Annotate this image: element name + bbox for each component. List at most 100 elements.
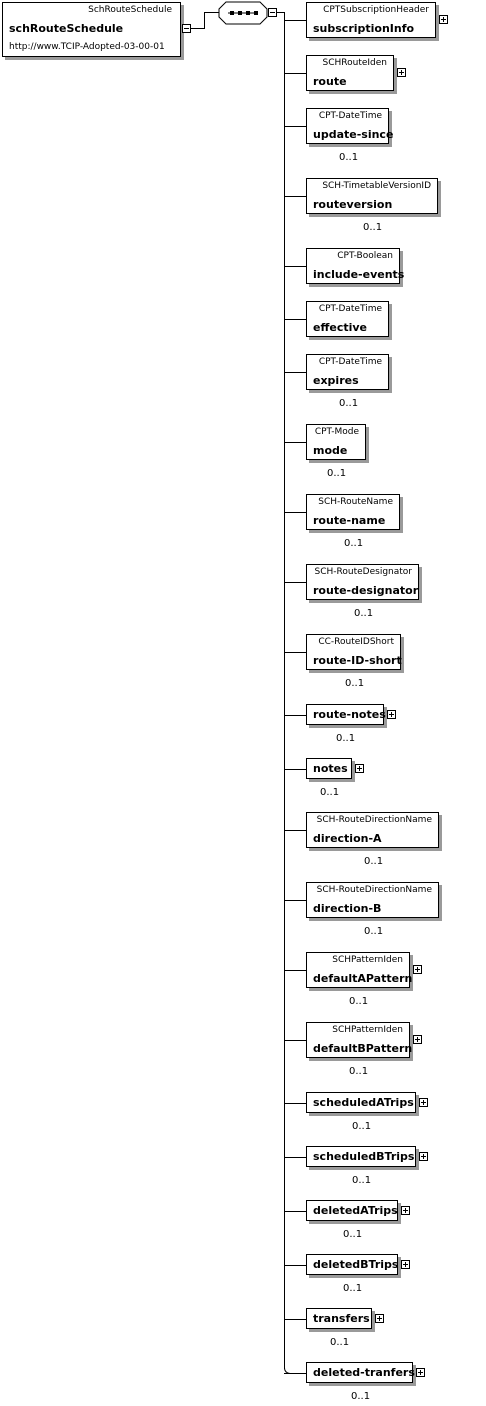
element-name-label: effective bbox=[313, 321, 368, 334]
element-name-label: expires bbox=[313, 374, 359, 387]
element-name-label: route-notes bbox=[313, 708, 386, 721]
element-type-label: CC-RouteIDShort bbox=[318, 637, 394, 647]
root-connector-vertical bbox=[204, 12, 205, 29]
cardinality-label: 0..1 bbox=[343, 1229, 363, 1240]
element-type-label: SCH-RouteDirectionName bbox=[316, 815, 432, 825]
root-type-label: SchRouteSchedule bbox=[88, 5, 172, 15]
connector-routeversion bbox=[284, 196, 306, 197]
cardinality-label: 0..1 bbox=[327, 468, 347, 479]
connector-defaultAPattern bbox=[284, 970, 306, 971]
element-name-label: deletedATrips bbox=[313, 1204, 398, 1217]
cardinality-label: 0..1 bbox=[343, 1283, 363, 1294]
element-box-route-ID-short[interactable]: CC-RouteIDShort route-ID-short bbox=[306, 634, 402, 670]
sequence-compositor-icon[interactable] bbox=[218, 1, 268, 25]
cardinality-label: 0..1 bbox=[320, 787, 340, 798]
root-name-label: schRouteSchedule bbox=[9, 22, 124, 35]
element-box-notes[interactable]: notes bbox=[306, 758, 352, 779]
element-name-label: route-ID-short bbox=[313, 654, 402, 667]
root-connector-horizontal bbox=[204, 12, 220, 13]
connector-scheduledBTrips bbox=[284, 1157, 306, 1158]
expand-icon[interactable] bbox=[387, 710, 396, 719]
connector-update-since bbox=[284, 126, 306, 127]
connector-effective bbox=[284, 319, 306, 320]
element-name-label: update-since bbox=[313, 128, 394, 141]
cardinality-label: 0..1 bbox=[349, 996, 369, 1007]
element-box-expires[interactable]: CPT-DateTime expires bbox=[306, 354, 389, 390]
connector-route-designator bbox=[284, 582, 306, 583]
element-box-transfers[interactable]: transfers bbox=[306, 1308, 372, 1329]
connector-route bbox=[284, 73, 306, 74]
element-box-deleted-tranfers[interactable]: deleted-tranfers bbox=[306, 1362, 415, 1383]
root-collapse-icon[interactable] bbox=[182, 24, 191, 33]
connector-deletedATrips bbox=[284, 1211, 306, 1212]
connector-scheduledATrips bbox=[284, 1103, 306, 1104]
element-name-label: subscriptionInfo bbox=[313, 22, 415, 35]
expand-icon[interactable] bbox=[355, 764, 364, 773]
root-namespace-label: http://www.TCIP-Adopted-03-00-01 bbox=[9, 42, 165, 52]
element-box-route-notes[interactable]: route-notes bbox=[306, 704, 386, 725]
connector-deletedBTrips bbox=[284, 1265, 306, 1266]
connector-transfers bbox=[284, 1319, 306, 1320]
connector-defaultBPattern bbox=[284, 1040, 306, 1041]
connector-expires bbox=[284, 372, 306, 373]
element-box-scheduledBTrips[interactable]: scheduledBTrips bbox=[306, 1146, 416, 1167]
cardinality-label: 0..1 bbox=[364, 926, 384, 937]
element-box-defaultAPattern[interactable]: SCHPatternIden defaultAPattern bbox=[306, 952, 413, 988]
element-box-deletedBTrips[interactable]: deletedBTrips bbox=[306, 1254, 398, 1275]
expand-icon[interactable] bbox=[401, 1260, 410, 1269]
expand-icon[interactable] bbox=[397, 68, 406, 77]
expand-icon[interactable] bbox=[416, 1368, 425, 1377]
cardinality-label: 0..1 bbox=[339, 398, 359, 409]
element-box-deletedATrips[interactable]: deletedATrips bbox=[306, 1200, 398, 1221]
root-connector bbox=[191, 28, 205, 29]
connector-mode bbox=[284, 442, 306, 443]
expand-icon[interactable] bbox=[439, 15, 448, 24]
connector-subscriptionInfo bbox=[284, 20, 306, 21]
cardinality-label: 0..1 bbox=[349, 1066, 369, 1077]
root-element-box[interactable]: SchRouteSchedule schRouteSchedule http:/… bbox=[2, 2, 181, 57]
element-box-update-since[interactable]: CPT-DateTime update-since bbox=[306, 108, 393, 144]
sequence-collapse-icon[interactable] bbox=[268, 8, 277, 17]
element-box-effective[interactable]: CPT-DateTime effective bbox=[306, 301, 389, 337]
cardinality-label: 0..1 bbox=[339, 152, 359, 163]
element-type-label: CPT-DateTime bbox=[318, 111, 382, 121]
sequence-trunk bbox=[284, 12, 285, 1369]
expand-icon[interactable] bbox=[401, 1206, 410, 1215]
cardinality-label: 0..1 bbox=[330, 1337, 350, 1348]
element-type-label: SCHPatternIden bbox=[332, 1025, 403, 1035]
element-type-label: SCHPatternIden bbox=[332, 955, 403, 965]
expand-icon[interactable] bbox=[413, 965, 422, 974]
element-name-label: deleted-tranfers bbox=[313, 1366, 415, 1379]
connector-route-ID-short bbox=[284, 652, 306, 653]
expand-icon[interactable] bbox=[419, 1098, 428, 1107]
element-type-label: CPT-DateTime bbox=[318, 304, 382, 314]
element-type-label: SCH-RouteName bbox=[318, 497, 393, 507]
element-type-label: CPT-DateTime bbox=[318, 357, 382, 367]
expand-icon[interactable] bbox=[419, 1152, 428, 1161]
element-type-label: SCH-RouteDirectionName bbox=[316, 885, 432, 895]
cardinality-label: 0..1 bbox=[351, 1391, 371, 1402]
element-name-label: defaultAPattern bbox=[313, 972, 413, 985]
cardinality-label: 0..1 bbox=[344, 538, 364, 549]
element-name-label: include-events bbox=[313, 268, 405, 281]
element-type-label: SCHRouteIden bbox=[322, 58, 388, 68]
connector-notes bbox=[284, 769, 306, 770]
element-type-label: SCH-TimetableVersionID bbox=[322, 181, 431, 191]
cardinality-label: 0..1 bbox=[345, 678, 365, 689]
expand-icon[interactable] bbox=[375, 1314, 384, 1323]
connector-route-notes bbox=[284, 715, 306, 716]
element-box-scheduledATrips[interactable]: scheduledATrips bbox=[306, 1092, 416, 1113]
trunk-end-corner bbox=[284, 1368, 292, 1374]
expand-icon[interactable] bbox=[413, 1035, 422, 1044]
